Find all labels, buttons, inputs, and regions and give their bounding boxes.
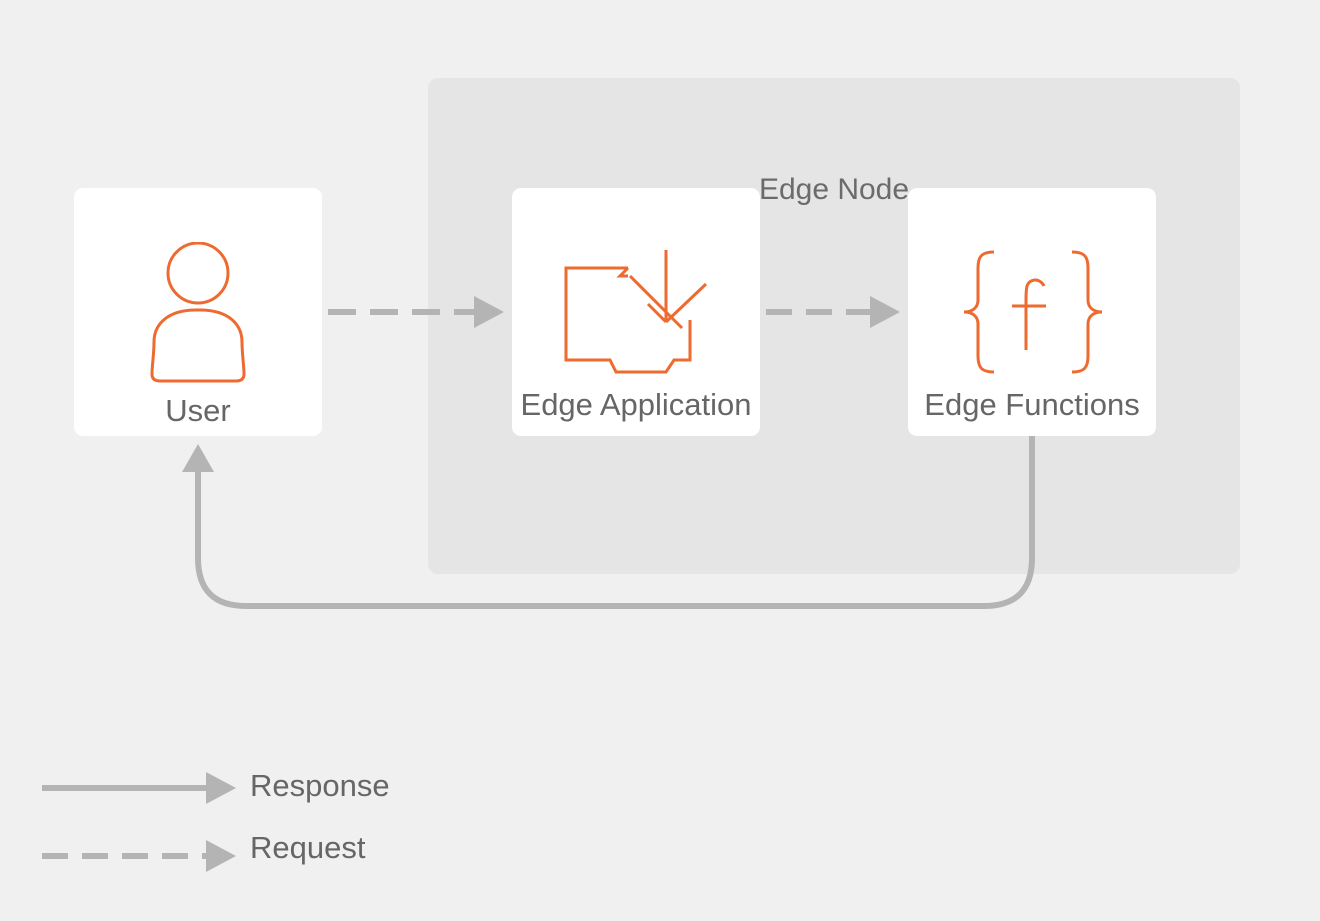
- response-arrow-functions-to-user: [182, 436, 1035, 609]
- edge-application-label: Edge Application: [520, 387, 752, 422]
- legend-request-arrow: [42, 840, 236, 872]
- edge-functions-label: Edge Functions: [924, 387, 1140, 422]
- edge-functions-node: Edge Functions: [908, 188, 1156, 436]
- user-label: User: [165, 393, 231, 428]
- edge-node-title: Edge Node: [758, 173, 910, 206]
- user-icon: [150, 242, 246, 383]
- request-arrow-user-to-app: [328, 296, 504, 328]
- request-arrow-app-to-functions: [766, 296, 900, 328]
- function-braces-icon: [963, 250, 1103, 374]
- legend-request-label: Request: [250, 830, 366, 865]
- legend-response-arrow: [42, 772, 236, 804]
- edge-application-node: Edge Application: [512, 188, 760, 436]
- user-node: User: [74, 188, 322, 436]
- edge-application-icon: [564, 250, 708, 374]
- legend-response-label: Response: [250, 768, 390, 803]
